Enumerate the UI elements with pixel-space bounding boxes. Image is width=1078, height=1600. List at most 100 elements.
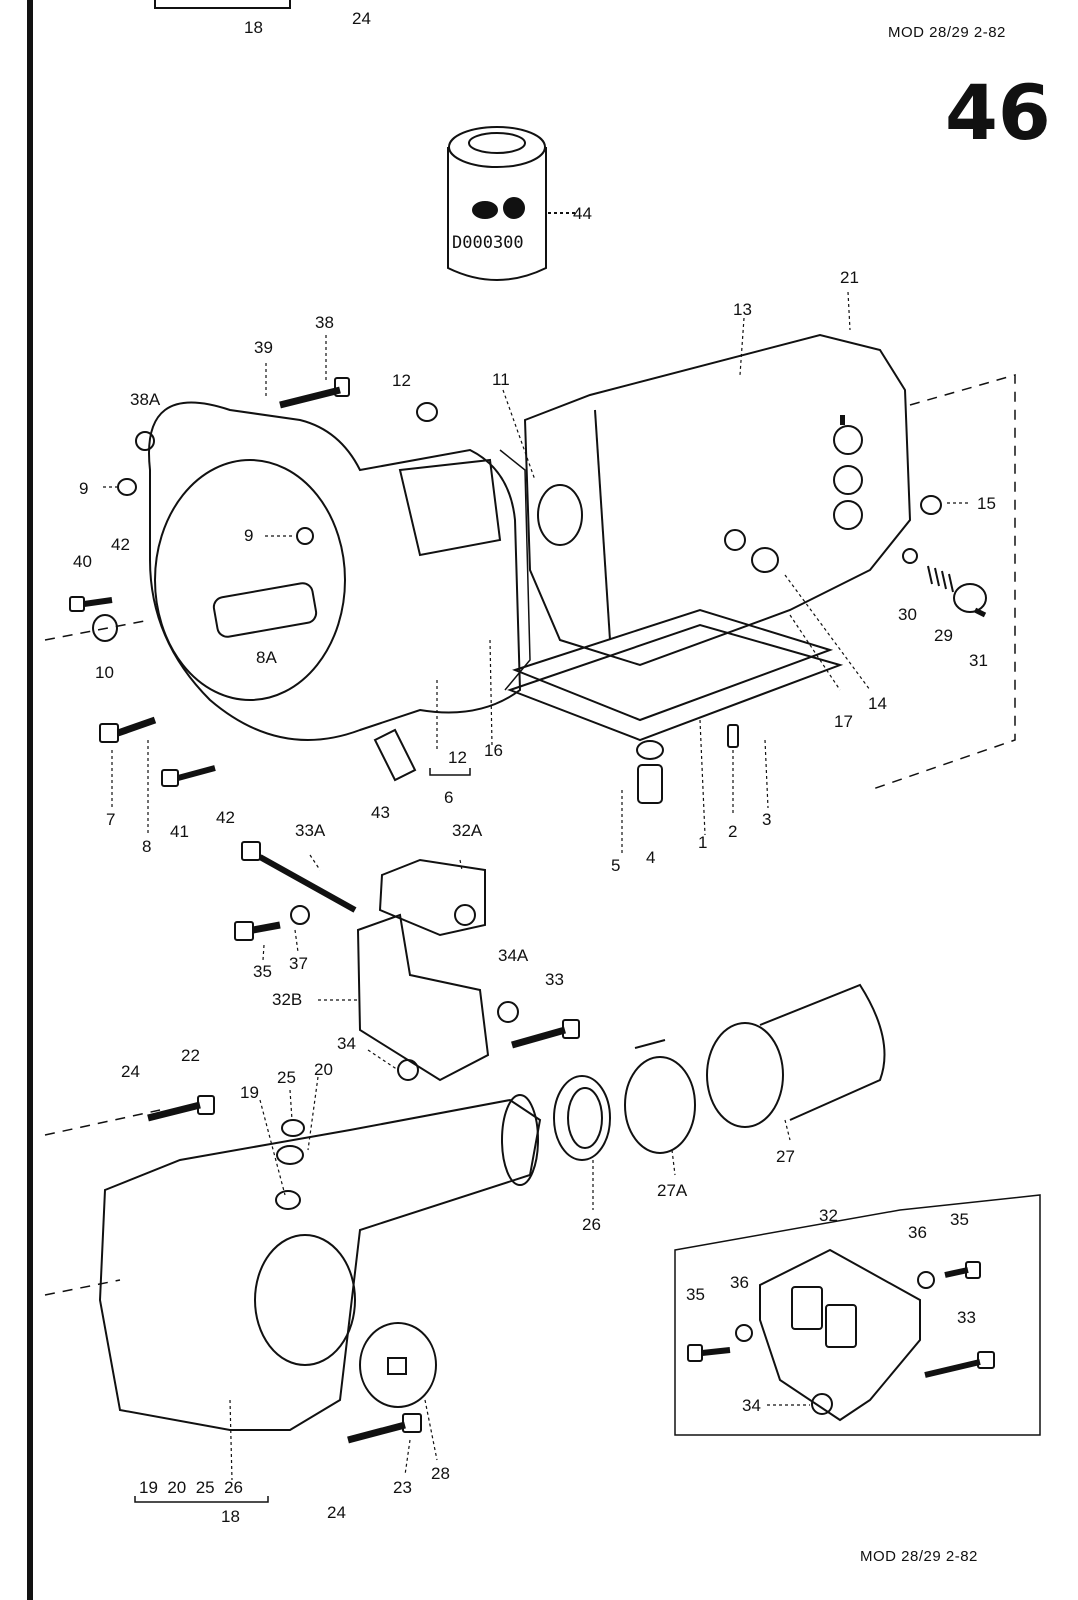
callout-38: 38 (315, 313, 334, 332)
extension-housing (98, 1094, 542, 1431)
callout-32A: 32A (452, 821, 483, 840)
callout-43: 43 (371, 803, 390, 822)
callout-11: 11 (492, 370, 510, 389)
callout-26: 26 (582, 1215, 601, 1234)
gasket-16 (499, 449, 531, 691)
bushing-12 (416, 402, 438, 422)
model-header: MOD 28/29 2-82 (888, 24, 1006, 41)
callout-30: 30 (898, 605, 917, 624)
nut-34A (497, 1001, 519, 1023)
cover-28 (359, 1322, 437, 1408)
oil-pan (507, 608, 844, 742)
nut-34 (397, 1059, 419, 1081)
bolt-22 (147, 1095, 215, 1122)
model-footer: MOD 28/29 2-82 (860, 1548, 978, 1565)
callout-23: 23 (393, 1478, 412, 1497)
callout-25: 25 (277, 1068, 296, 1087)
callout-39: 39 (254, 338, 273, 357)
callout-44: 44 (573, 204, 592, 223)
ball-30 (902, 548, 918, 564)
nut-34-inset (811, 1393, 833, 1415)
top-bracket (154, 0, 291, 9)
callout-sublist-bottom: 19 20 25 26 (139, 1478, 243, 1497)
callout-3: 3 (762, 810, 772, 829)
callout-27A: 27A (657, 1181, 688, 1200)
nut-38A (135, 431, 155, 451)
washer-36-right (917, 1271, 935, 1289)
bushing-9-outer (117, 478, 137, 496)
callout-21: 21 (840, 268, 859, 287)
inset-frame (674, 1194, 1041, 1436)
callout-14: 14 (868, 694, 887, 713)
bracket-6 (429, 768, 471, 776)
callout-18-bottom: 18 (221, 1507, 240, 1526)
bolt-41 (161, 765, 216, 787)
bolt-33 (511, 1019, 580, 1049)
callout-8: 8 (142, 837, 152, 856)
callout-9-inner: 9 (244, 526, 254, 545)
assembly-line-low (44, 1279, 121, 1296)
callout-27: 27 (776, 1147, 795, 1166)
callout-5: 5 (611, 856, 621, 875)
callout-16: 16 (484, 741, 503, 760)
callout-12-top: 12 (392, 371, 411, 390)
bolt-23 (347, 1413, 422, 1444)
bolt-33-inset (924, 1351, 995, 1378)
callout-42-upper: 42 (111, 535, 130, 554)
callout-33A: 33A (295, 821, 326, 840)
callout-13: 13 (733, 300, 752, 319)
callout-24-mid: 24 (121, 1062, 140, 1081)
callout-29: 29 (934, 626, 953, 645)
callout-15: 15 (977, 494, 996, 513)
callout-1: 1 (698, 833, 708, 852)
callout-42-lower: 42 (216, 808, 235, 827)
sensor-43 (373, 728, 417, 782)
callout-20: 20 (314, 1060, 333, 1079)
bell-housing (148, 401, 522, 741)
callout-18-top: 18 (244, 18, 263, 37)
callout-17: 17 (834, 712, 853, 731)
callout-19: 19 (240, 1083, 259, 1102)
callout-7: 7 (106, 810, 116, 829)
assembly-line-bottom (44, 1109, 161, 1136)
callout-10: 10 (95, 663, 114, 682)
bolt-7 (99, 716, 157, 743)
bolt-33A (241, 841, 357, 913)
spring-29 (927, 565, 954, 593)
bracket-32B (356, 913, 490, 1082)
bolt-35-inset-right (944, 1261, 981, 1279)
callout-4: 4 (646, 848, 656, 867)
callout-22: 22 (181, 1046, 200, 1065)
callout-36-right: 36 (908, 1223, 927, 1242)
bolt-35-upper (234, 921, 281, 941)
callout-34-upper: 34 (337, 1034, 356, 1053)
plug-15 (920, 495, 942, 515)
callout-31: 31 (969, 651, 988, 670)
callout-35-left: 35 (686, 1285, 705, 1304)
nut-37 (290, 905, 310, 925)
bushing-10 (92, 614, 118, 642)
callout-38A: 38A (130, 390, 161, 409)
callout-34A: 34A (498, 946, 529, 965)
seal-26 (553, 1075, 611, 1161)
screw-2 (727, 724, 739, 748)
callout-12-lower: 12 (448, 748, 467, 767)
drain-plug-4 (636, 740, 664, 804)
bolt-38 (279, 377, 350, 409)
sleeve-19-20-25 (275, 1119, 305, 1210)
callout-33-inset: 33 (957, 1308, 976, 1327)
callout-6: 6 (444, 788, 454, 807)
assembly-line-top (869, 374, 1016, 791)
callout-40: 40 (73, 552, 92, 571)
callout-37: 37 (289, 954, 308, 973)
leader-lines (103, 291, 970, 1481)
boot-27 (706, 983, 886, 1128)
callout-8A: 8A (256, 648, 277, 667)
bolt-31 (953, 583, 987, 618)
fluid-can-code: D000300 (452, 233, 524, 253)
callout-24-top: 24 (352, 9, 371, 28)
plug-14 (751, 547, 779, 573)
bolt-35-inset-left (687, 1344, 731, 1362)
callout-32B: 32B (272, 990, 303, 1009)
